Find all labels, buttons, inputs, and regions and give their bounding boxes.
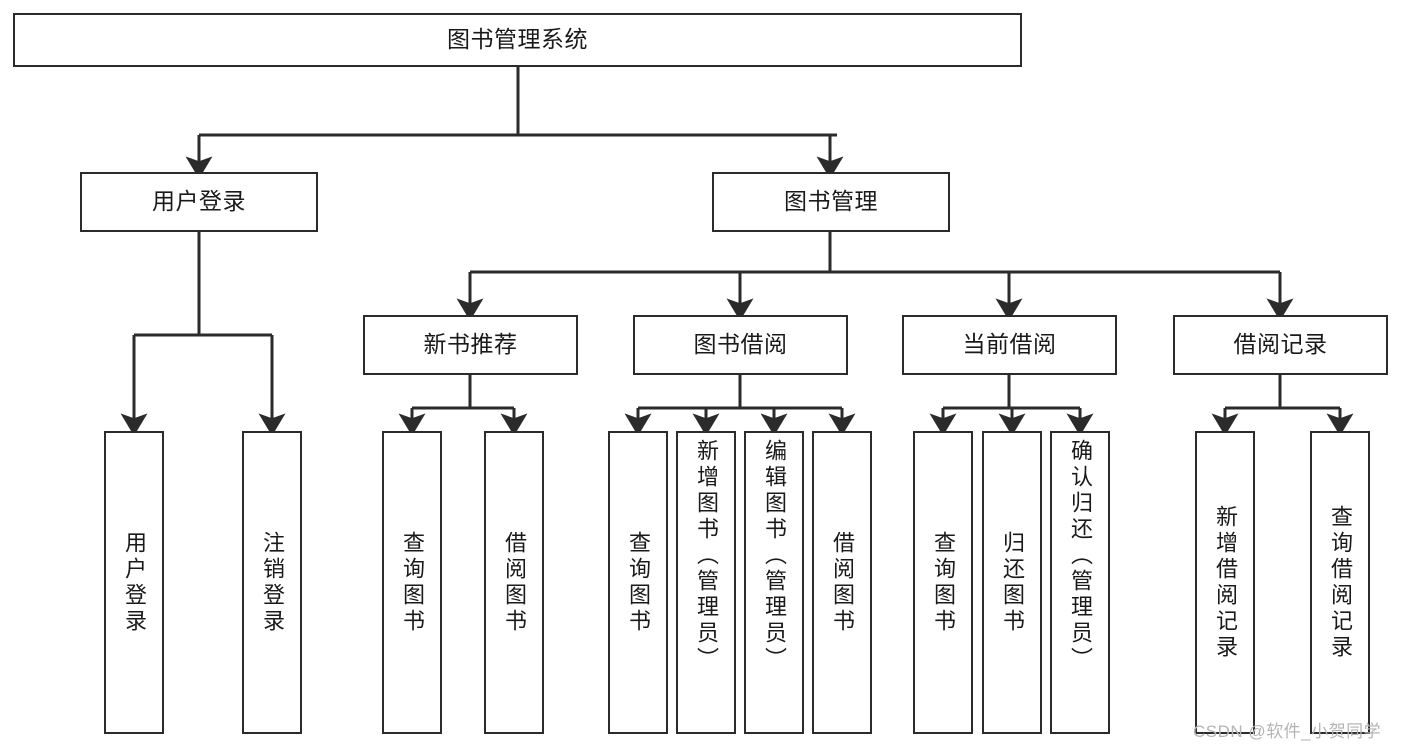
node-book-borrow[interactable]: 图书借阅 bbox=[633, 315, 848, 375]
leaf-borrow-borrow-book-label: 借阅图书 bbox=[830, 530, 855, 635]
leaf-new-book-borrow[interactable]: 借阅图书 bbox=[484, 431, 544, 734]
leaf-records-add-record-label: 新增借阅记录 bbox=[1213, 504, 1238, 661]
node-root-label: 图书管理系统 bbox=[447, 26, 588, 53]
leaf-current-return-book-label: 归还图书 bbox=[1000, 530, 1025, 635]
watermark: CSDN @软件_小贺同学 bbox=[1193, 722, 1382, 741]
leaf-current-query-book[interactable]: 查询图书 bbox=[913, 431, 973, 734]
leaf-borrow-edit-book-label: 编辑图书（管理员） bbox=[762, 439, 787, 673]
leaf-user-login-login-label: 用户登录 bbox=[122, 530, 147, 635]
leaf-borrow-borrow-book[interactable]: 借阅图书 bbox=[812, 431, 872, 734]
leaf-borrow-add-book-label: 新增图书（管理员） bbox=[694, 439, 719, 673]
leaf-borrow-query-book-label: 查询图书 bbox=[626, 530, 651, 635]
leaf-user-login-login[interactable]: 用户登录 bbox=[104, 431, 164, 734]
leaf-new-book-query-label: 查询图书 bbox=[400, 530, 425, 635]
node-current-borrow[interactable]: 当前借阅 bbox=[902, 315, 1117, 375]
leaf-records-query-record-label: 查询借阅记录 bbox=[1328, 504, 1353, 661]
node-book-management-label: 图书管理 bbox=[784, 188, 878, 215]
leaf-records-add-record[interactable]: 新增借阅记录 bbox=[1195, 431, 1255, 734]
node-book-borrow-label: 图书借阅 bbox=[693, 331, 788, 358]
leaf-current-confirm-return-label: 确认归还（管理员） bbox=[1068, 439, 1093, 673]
leaf-user-login-logout[interactable]: 注销登录 bbox=[242, 431, 302, 734]
leaf-borrow-query-book[interactable]: 查询图书 bbox=[608, 431, 668, 734]
leaf-borrow-add-book[interactable]: 新增图书（管理员） bbox=[676, 431, 736, 734]
leaf-records-query-record[interactable]: 查询借阅记录 bbox=[1310, 431, 1370, 734]
leaf-borrow-edit-book[interactable]: 编辑图书（管理员） bbox=[744, 431, 804, 734]
leaf-new-book-borrow-label: 借阅图书 bbox=[502, 530, 527, 635]
leaf-current-confirm-return[interactable]: 确认归还（管理员） bbox=[1050, 431, 1110, 734]
node-new-book-recommend[interactable]: 新书推荐 bbox=[363, 315, 578, 375]
leaf-current-return-book[interactable]: 归还图书 bbox=[982, 431, 1042, 734]
node-user-login[interactable]: 用户登录 bbox=[80, 172, 318, 232]
node-borrow-records[interactable]: 借阅记录 bbox=[1173, 315, 1388, 375]
node-current-borrow-label: 当前借阅 bbox=[962, 331, 1057, 358]
node-borrow-records-label: 借阅记录 bbox=[1233, 331, 1328, 358]
node-new-book-recommend-label: 新书推荐 bbox=[423, 331, 518, 358]
leaf-current-query-book-label: 查询图书 bbox=[931, 530, 956, 635]
leaf-new-book-query[interactable]: 查询图书 bbox=[382, 431, 442, 734]
node-root[interactable]: 图书管理系统 bbox=[13, 13, 1022, 67]
node-user-login-label: 用户登录 bbox=[152, 188, 246, 215]
node-book-management[interactable]: 图书管理 bbox=[712, 172, 950, 232]
leaf-user-login-logout-label: 注销登录 bbox=[260, 530, 285, 635]
